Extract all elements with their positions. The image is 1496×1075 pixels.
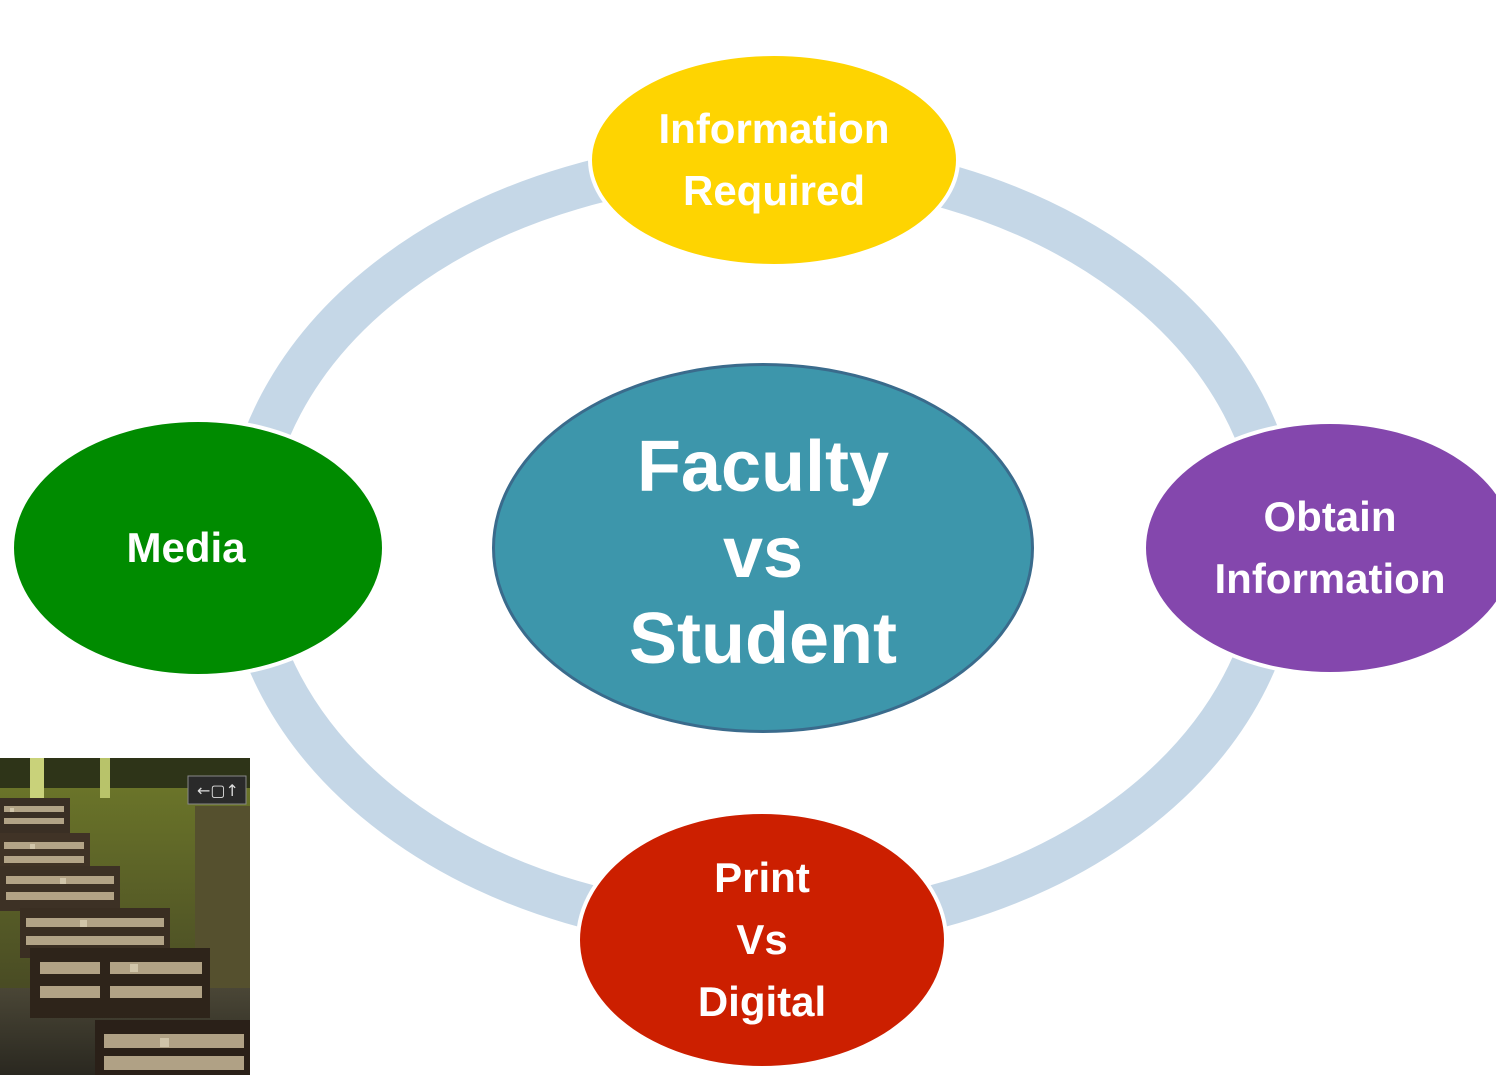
node-media: Media [10, 418, 386, 678]
node-label-line: Digital [697, 978, 827, 1025]
center-label-line: Student [629, 599, 897, 679]
node-label-line: Obtain [1263, 493, 1397, 540]
center-label-line: Faculty [636, 427, 890, 507]
library-bookshelves-image: ←▢↑ [0, 758, 250, 1075]
center-label-line: vs [722, 513, 804, 593]
node-label-line: Information [658, 105, 890, 152]
node-label-line: Vs [736, 916, 788, 963]
node-label-line: Print [714, 854, 810, 901]
node-label-line: Media [126, 524, 246, 571]
node-information-required: Information Required [588, 52, 960, 268]
node-label-line: Required [682, 167, 866, 214]
node-obtain-information: Obtain Information [1142, 420, 1496, 676]
node-print-vs-digital: Print Vs Digital [576, 810, 948, 1070]
node-label-line: Information [1214, 555, 1446, 602]
center-node-faculty-vs-student: Faculty vs Student [492, 363, 1034, 733]
svg-text:←▢↑: ←▢↑ [197, 781, 239, 800]
